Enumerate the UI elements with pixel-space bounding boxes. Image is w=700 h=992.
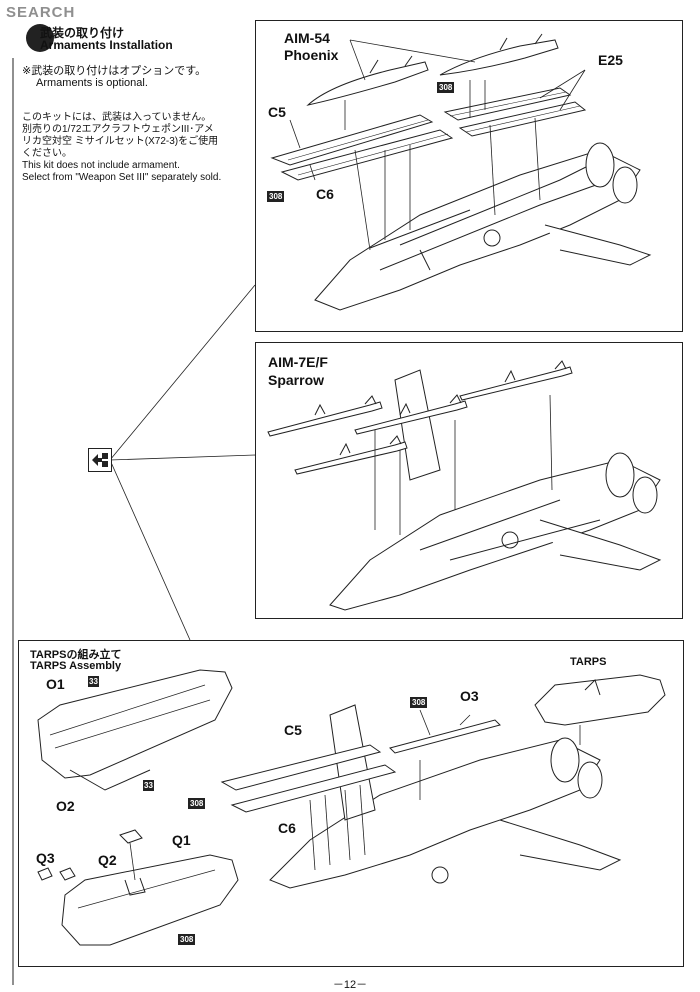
kit-note-en-line: Select from "Weapon Set III" separately … — [22, 172, 222, 183]
kit-note-en-line: This kit does not include armament. — [22, 160, 180, 171]
missile-sparrow-3 — [459, 360, 573, 401]
tarps-pallets — [220, 744, 397, 813]
part-label-q1: Q1 — [172, 832, 191, 848]
kit-note-jp-line: リカ空対空 ミサイルセット(X72-3)をご使用 — [22, 136, 219, 147]
tarps-title-en: TARPS Assembly — [30, 660, 122, 672]
pallet-e25 — [443, 87, 587, 137]
missile-phoenix-left — [306, 55, 429, 106]
part-label-c5: C5 — [284, 722, 302, 738]
part-tag-33: 33 — [143, 780, 154, 791]
missile-sparrow-1 — [267, 395, 383, 437]
part-tag-308: 308 — [267, 191, 285, 202]
title-en: Armaments Installation — [40, 38, 173, 52]
part-label-o2: O2 — [56, 798, 75, 814]
panel-sparrow — [255, 342, 683, 619]
sparrow-guide-arrows — [374, 394, 553, 535]
page-number: －12－ — [332, 979, 368, 991]
missile-sparrow-4 — [294, 435, 408, 475]
tarps-title-jp: TARPSの組み立て — [30, 649, 122, 661]
tarps-guide-arrows — [129, 709, 581, 881]
part-label-e25: E25 — [598, 52, 623, 68]
part-label-c6: C6 — [278, 820, 296, 836]
optional-note-jp: ※武装の取り付けはオプションです。 — [22, 65, 207, 77]
part-tag-308: 308 — [410, 697, 428, 708]
leader-line-phoenix — [109, 284, 256, 461]
tarps-pod-label: TARPS — [570, 656, 607, 668]
part-tag-33: 33 — [88, 676, 99, 687]
tarps-pod-lower — [61, 854, 239, 946]
part-label-q2: Q2 — [98, 852, 117, 868]
rail-o3 — [389, 719, 501, 754]
tarps-pod-complete — [534, 674, 666, 726]
kit-note-jp-line: 別売りの1/72エアクラフトウェポンIII･アメ — [22, 124, 214, 135]
kit-note-jp-line: ください。 — [22, 148, 72, 159]
aircraft-drawing-sparrow — [329, 369, 662, 611]
panel-phoenix — [255, 20, 683, 332]
part-label-c5: C5 — [268, 104, 286, 120]
part-tag-308: 308 — [437, 82, 455, 93]
missile-sparrow-2 — [354, 394, 468, 435]
part-label-c6: C6 — [316, 186, 334, 202]
sparrow-title-line1: AIM-7E/F — [268, 354, 328, 370]
tarps-pod-upper — [37, 669, 233, 791]
tarps-small-parts — [37, 829, 143, 881]
panel-tarps — [18, 640, 684, 967]
phoenix-title-line2: Phoenix — [284, 47, 339, 63]
page-reference-icon — [88, 448, 112, 472]
pallet-c5-c6 — [270, 114, 454, 181]
phoenix-title-line1: AIM-54 — [284, 30, 330, 46]
part-label-o3: O3 — [460, 688, 479, 704]
step-number-badge — [26, 24, 54, 52]
leader-line-tarps — [109, 459, 191, 641]
leader-line-sparrow — [109, 454, 256, 461]
missile-phoenix-right — [439, 33, 559, 76]
sparrow-title-line2: Sparrow — [268, 372, 325, 388]
kit-note: このキットには、武装は入っていません。 別売りの1/72エアクラフトウェポンII… — [22, 112, 247, 184]
phoenix-guide-arrows — [289, 39, 586, 251]
title-jp: 武装の取り付け — [40, 26, 125, 40]
watermark: SEARCH — [6, 4, 76, 21]
kit-note-jp-line: このキットには、武装は入っていません。 — [22, 112, 212, 123]
part-tag-308: 308 — [178, 934, 196, 945]
part-label-o1: O1 — [46, 676, 65, 692]
aircraft-drawing-phoenix — [314, 142, 652, 311]
optional-note-en: Armaments is optional. — [36, 77, 148, 89]
part-tag-308: 308 — [188, 798, 206, 809]
part-label-q3: Q3 — [36, 850, 55, 866]
